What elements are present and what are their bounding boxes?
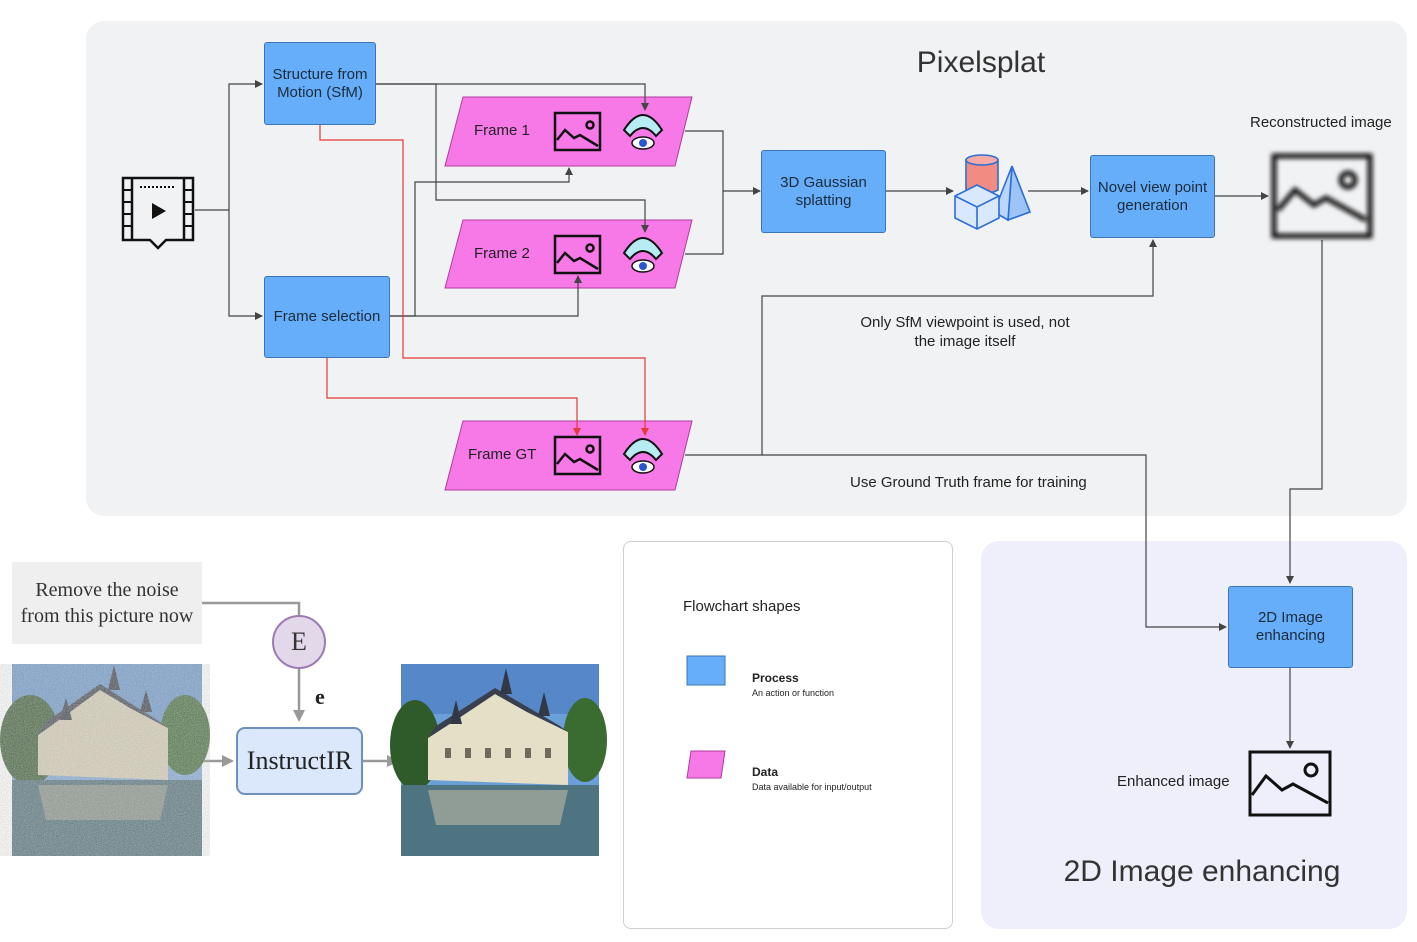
frame2-shape xyxy=(444,219,693,289)
instructir-model[interactable]: InstructIR xyxy=(236,727,363,795)
reconstructed-image-icon xyxy=(1271,153,1373,239)
prompt-line1: Remove the noise xyxy=(35,579,179,601)
gaussian-splatting-process[interactable]: 3D Gaussian splatting xyxy=(761,150,886,233)
frame2-label: Frame 2 xyxy=(474,245,530,262)
sfm-viewpoint-note: Only SfM viewpoint is used, not the imag… xyxy=(820,313,1110,351)
3d-primitives-icon xyxy=(954,154,1032,230)
legend-data-desc: Data available for input/output xyxy=(752,782,872,792)
novel-view-process[interactable]: Novel view point generation xyxy=(1090,155,1215,238)
instruction-prompt: Remove the noise from this picture now xyxy=(12,562,202,644)
frame-gt-label: Frame GT xyxy=(468,446,537,463)
embedding-label: e xyxy=(315,684,325,709)
ground-truth-note: Use Ground Truth frame for training xyxy=(850,474,1087,491)
legend-process-name: Process xyxy=(752,671,799,685)
clean-castle-photo xyxy=(390,664,607,856)
enhanced-image-icon xyxy=(1248,750,1332,817)
image-enhancing-process[interactable]: 2D Image enhancing xyxy=(1228,586,1353,668)
pixelsplat-title: Pixelsplat xyxy=(916,46,1046,79)
enhanced-image-label: Enhanced image xyxy=(1117,773,1230,790)
frame2-viewpoint-icon xyxy=(622,237,664,273)
noisy-castle-photo xyxy=(0,664,210,856)
legend-title: Flowchart shapes xyxy=(683,598,801,615)
legend-process-swatch xyxy=(686,655,726,686)
legend-panel xyxy=(623,541,953,929)
frame1-image-icon xyxy=(553,111,602,152)
reconstructed-image-label: Reconstructed image xyxy=(1250,114,1392,131)
sfm-note-line2: the image itself xyxy=(914,333,1016,350)
frame-gt-viewpoint-icon xyxy=(622,438,664,474)
frame-selection-process[interactable]: Frame selection xyxy=(264,276,390,358)
sfm-process[interactable]: Structure from Motion (SfM) xyxy=(264,42,376,125)
video-icon xyxy=(121,176,195,250)
frame1-label: Frame 1 xyxy=(474,122,530,139)
text-encoder: E xyxy=(272,615,326,669)
frame1-viewpoint-icon xyxy=(622,114,664,150)
legend-data-swatch xyxy=(686,750,726,779)
legend-process-desc: An action or function xyxy=(752,688,835,698)
enhancing-title: 2D Image enhancing xyxy=(1063,855,1341,888)
legend-data-name: Data xyxy=(752,765,779,779)
frame-gt-image-icon xyxy=(553,435,602,476)
sfm-note-line1: Only SfM viewpoint is used, not xyxy=(860,314,1070,331)
frame2-image-icon xyxy=(553,234,602,275)
prompt-line2: from this picture now xyxy=(20,605,194,627)
